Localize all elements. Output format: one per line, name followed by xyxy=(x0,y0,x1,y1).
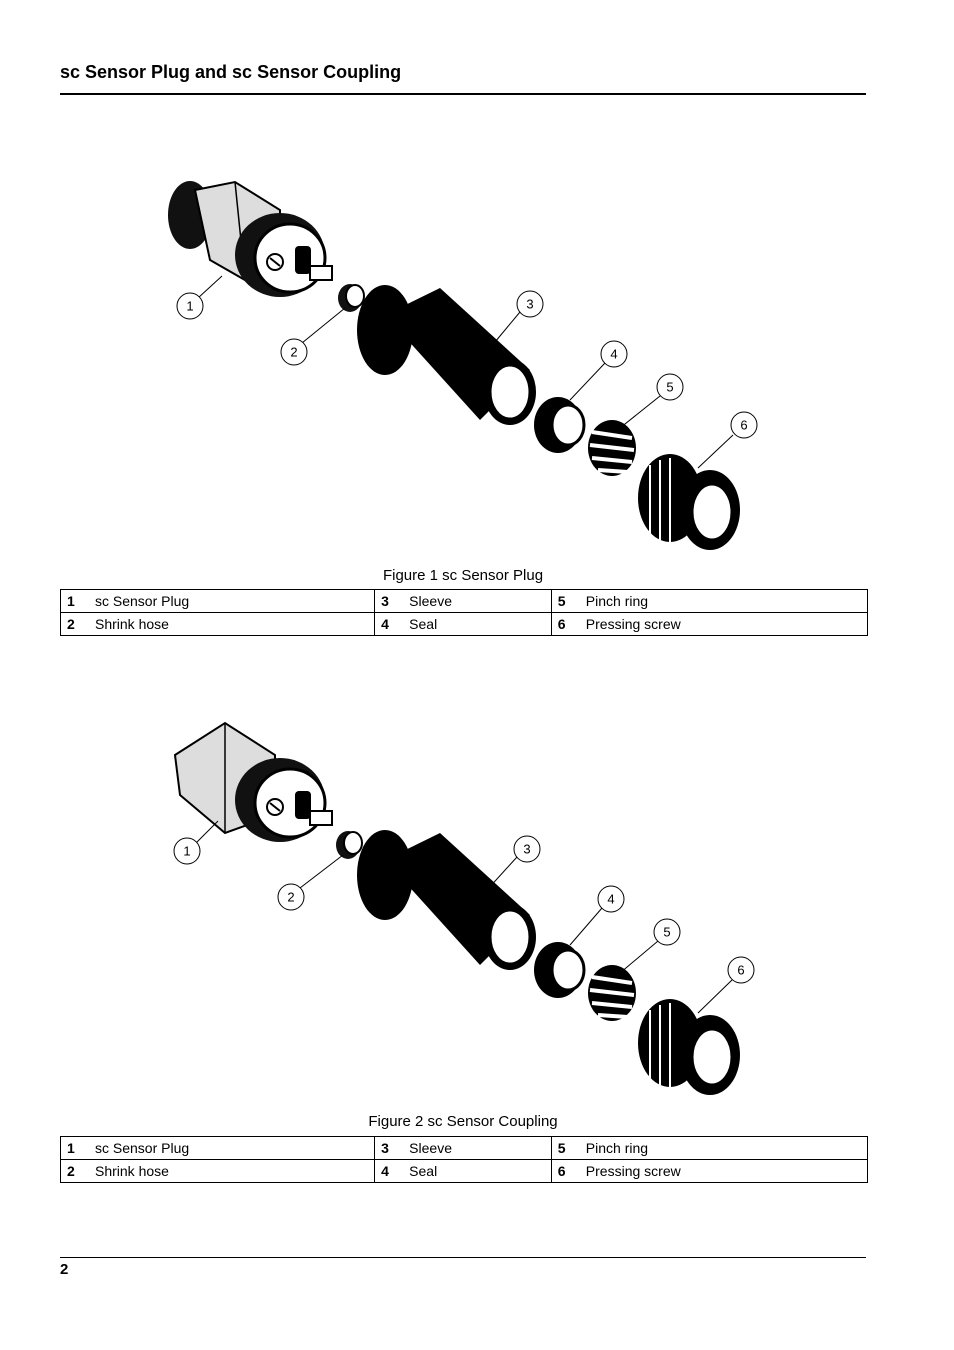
svg-text:1: 1 xyxy=(183,844,190,859)
legend-number: 2 xyxy=(60,612,89,636)
legend-label: Pressing screw xyxy=(579,1159,868,1183)
legend-number: 3 xyxy=(374,1136,404,1160)
legend-number: 5 xyxy=(550,1136,580,1160)
legend-number: 4 xyxy=(374,1159,404,1183)
legend-label: Pinch ring xyxy=(579,589,868,613)
table-row: 1 sc Sensor Plug 3 Sleeve 5 Pinch ring xyxy=(60,1136,868,1160)
figure-2-legend-table: 1 sc Sensor Plug 3 Sleeve 5 Pinch ring 2… xyxy=(60,1136,868,1183)
page-number: 2 xyxy=(60,1261,69,1278)
leader-lines xyxy=(197,275,734,469)
pressing-screw-part xyxy=(638,999,740,1095)
legend-number: 3 xyxy=(374,589,404,613)
callout-5: 5 xyxy=(656,373,684,401)
callout-1: 1 xyxy=(176,292,204,320)
callout-6: 6 xyxy=(730,411,758,439)
legend-label: Pinch ring xyxy=(579,1136,868,1160)
legend-number: 4 xyxy=(374,612,404,636)
seal-part xyxy=(534,397,586,453)
svg-text:2: 2 xyxy=(287,890,294,905)
leader-lines xyxy=(195,820,733,1014)
legend-number: 6 xyxy=(550,1159,580,1183)
pinch-ring-part xyxy=(588,420,636,476)
seal-part xyxy=(534,942,586,998)
footer-rule xyxy=(60,1257,866,1258)
figure-1-caption: Figure 1 sc Sensor Plug xyxy=(382,567,544,584)
exploded-view-drawing: 1 2 3 4 5 6 xyxy=(173,721,755,1095)
sleeve-part xyxy=(357,285,536,425)
legend-label: Seal xyxy=(403,612,552,636)
svg-text:1: 1 xyxy=(186,299,193,314)
legend-label: Seal xyxy=(403,1159,552,1183)
pressing-screw-part xyxy=(638,454,740,550)
figure-2-caption: Figure 2 sc Sensor Coupling xyxy=(368,1113,558,1130)
legend-label: Shrink hose xyxy=(89,612,376,636)
title-rule xyxy=(60,93,866,95)
svg-text:5: 5 xyxy=(666,380,673,395)
page-title: sc Sensor Plug and sc Sensor Coupling xyxy=(60,62,402,82)
legend-number: 2 xyxy=(60,1159,89,1183)
legend-label: sc Sensor Plug xyxy=(89,589,376,613)
callout-1: 1 xyxy=(173,837,201,865)
svg-text:3: 3 xyxy=(523,842,530,857)
svg-text:5: 5 xyxy=(663,925,670,940)
legend-label: Sleeve xyxy=(403,589,552,613)
table-row: 2 Shrink hose 4 Seal 6 Pressing screw xyxy=(60,1159,868,1183)
svg-text:2: 2 xyxy=(290,345,297,360)
sleeve-part xyxy=(357,830,536,970)
callout-3: 3 xyxy=(513,835,541,863)
legend-label: Sleeve xyxy=(403,1136,552,1160)
legend-number: 6 xyxy=(550,612,580,636)
svg-text:4: 4 xyxy=(607,892,614,907)
legend-number: 1 xyxy=(60,1136,89,1160)
plug-part xyxy=(168,180,333,297)
svg-text:6: 6 xyxy=(737,963,744,978)
legend-label: Pressing screw xyxy=(579,612,868,636)
legend-label: Shrink hose xyxy=(89,1159,376,1183)
svg-text:3: 3 xyxy=(526,297,533,312)
callout-2: 2 xyxy=(280,338,308,366)
table-row: 2 Shrink hose 4 Seal 6 Pressing screw xyxy=(60,612,868,636)
figure-1-legend-table: 1 sc Sensor Plug 3 Sleeve 5 Pinch ring 2… xyxy=(60,589,868,636)
figure-2-sensor-coupling-illustration: 1 2 3 4 5 6 xyxy=(150,715,770,1105)
shrink-hose-part xyxy=(338,284,365,312)
callout-2: 2 xyxy=(277,883,305,911)
legend-number: 1 xyxy=(60,589,89,613)
callout-4: 4 xyxy=(600,340,628,368)
table-row: 1 sc Sensor Plug 3 Sleeve 5 Pinch ring xyxy=(60,589,868,613)
shrink-hose-part xyxy=(336,831,363,859)
exploded-view-drawing: 1 2 3 4 5 6 xyxy=(168,180,758,550)
callout-3: 3 xyxy=(516,290,544,318)
svg-text:6: 6 xyxy=(740,418,747,433)
callout-5: 5 xyxy=(653,918,681,946)
legend-number: 5 xyxy=(550,589,580,613)
coupling-part xyxy=(173,721,333,842)
figure-1-sensor-plug-illustration: 1 2 3 4 5 6 xyxy=(150,170,770,560)
legend-label: sc Sensor Plug xyxy=(89,1136,376,1160)
callout-4: 4 xyxy=(597,885,625,913)
svg-text:4: 4 xyxy=(610,347,617,362)
callout-6: 6 xyxy=(727,956,755,984)
pinch-ring-part xyxy=(588,965,636,1021)
